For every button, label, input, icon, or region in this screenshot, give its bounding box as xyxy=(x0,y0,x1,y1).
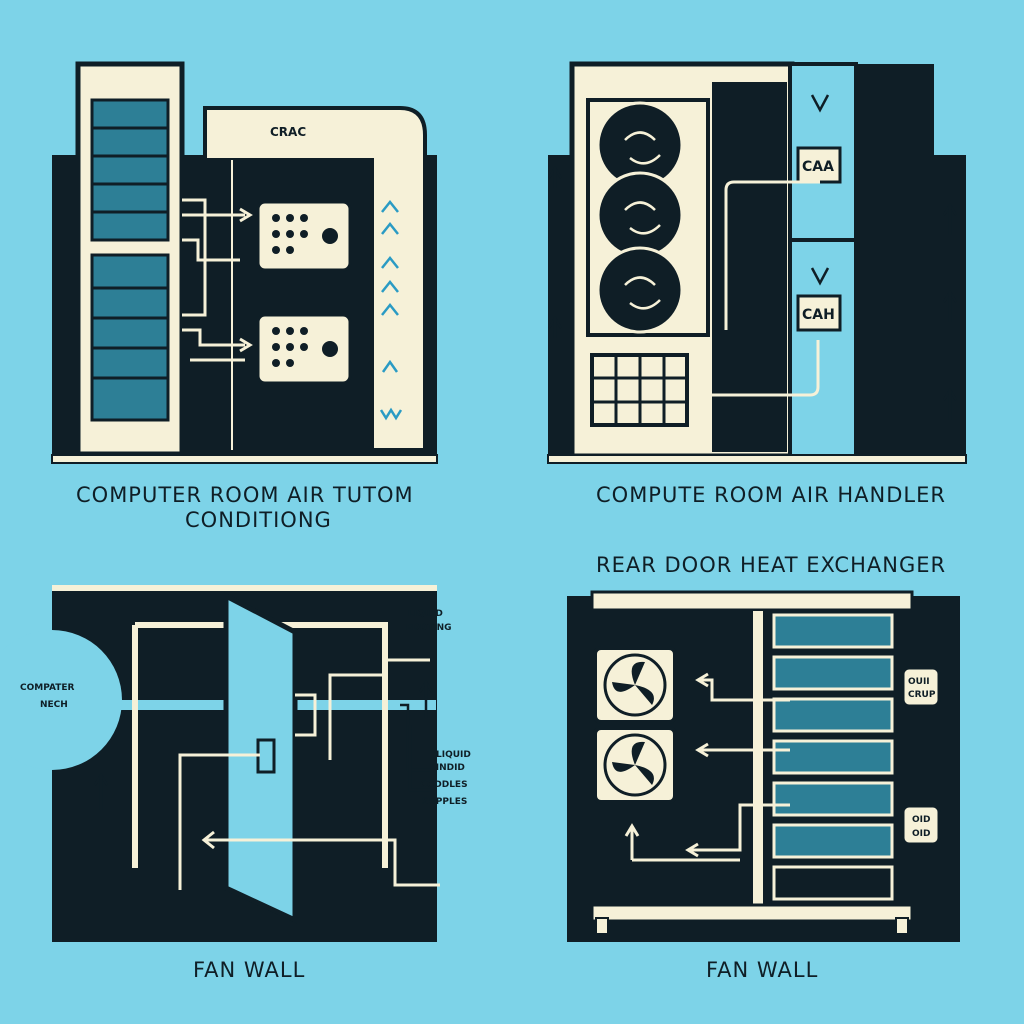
side-tag-top-line1: OUII xyxy=(908,677,930,687)
rack-shelves xyxy=(772,613,894,901)
supples-label: SUPPLES xyxy=(422,797,467,807)
eddting-label: EDDTING xyxy=(406,623,452,633)
caption-panel4: FAN WALL xyxy=(706,958,818,982)
liquid-label: LIQUID xyxy=(408,609,443,619)
exchanger-fan-top xyxy=(593,646,677,724)
panel-fan-wall: COMPATER NECH LIQUID EDDTING LIQUID LIND… xyxy=(0,585,471,942)
badge-circle xyxy=(0,630,122,770)
caption-panel1-line2: CONDITIONG xyxy=(185,508,332,532)
airflow-lines xyxy=(182,198,253,362)
airflow-arrows xyxy=(624,672,790,862)
door-handle xyxy=(256,738,276,774)
liquid-label-2: LIQUID xyxy=(436,750,471,760)
control-unit-upper xyxy=(256,200,352,272)
caa-label: CAA xyxy=(802,159,834,175)
coolant-pipe xyxy=(690,180,820,397)
side-tag-top-line2: CRUP xyxy=(908,690,936,700)
lindid-label: LINDID xyxy=(430,763,465,773)
fan-stack xyxy=(596,101,684,334)
caption-panel3: FAN WALL xyxy=(193,958,305,982)
crac-label: CRAC xyxy=(270,125,306,139)
side-tag-bottom-line2: OID xyxy=(912,829,930,839)
cah-box xyxy=(796,294,842,332)
cah-label: CAH xyxy=(802,307,835,323)
side-tag-top xyxy=(901,666,941,708)
side-tag-bottom-line1: OID xyxy=(912,815,930,825)
panel-crah: CAA CAH xyxy=(547,61,967,464)
badge-label-line2: NECH xyxy=(40,700,68,710)
airflow-chevrons xyxy=(379,199,403,421)
panel-crac: CRAC xyxy=(51,61,438,464)
panel-rear-door-heat-exchanger: REAR DOOR HEAT EXCHANGER xyxy=(567,553,960,942)
side-tag-bottom xyxy=(901,804,941,846)
badge-label-line1: COMPATER xyxy=(20,683,75,693)
liquid-lines xyxy=(178,658,440,890)
coddles-label: CODDLES xyxy=(420,780,468,790)
control-unit-lower xyxy=(256,313,352,385)
caption-panel1-line1: COMPUTER ROOM AIR TUTOM xyxy=(76,483,414,507)
rack-vent-lower xyxy=(90,253,170,422)
panel4-title: REAR DOOR HEAT EXCHANGER xyxy=(596,553,946,577)
caa-box xyxy=(796,146,842,184)
rack-vent-upper xyxy=(90,98,170,242)
exchanger-fan-bottom xyxy=(593,726,677,804)
caption-panel2: COMPUTE ROOM AIR HANDLER xyxy=(596,483,946,507)
